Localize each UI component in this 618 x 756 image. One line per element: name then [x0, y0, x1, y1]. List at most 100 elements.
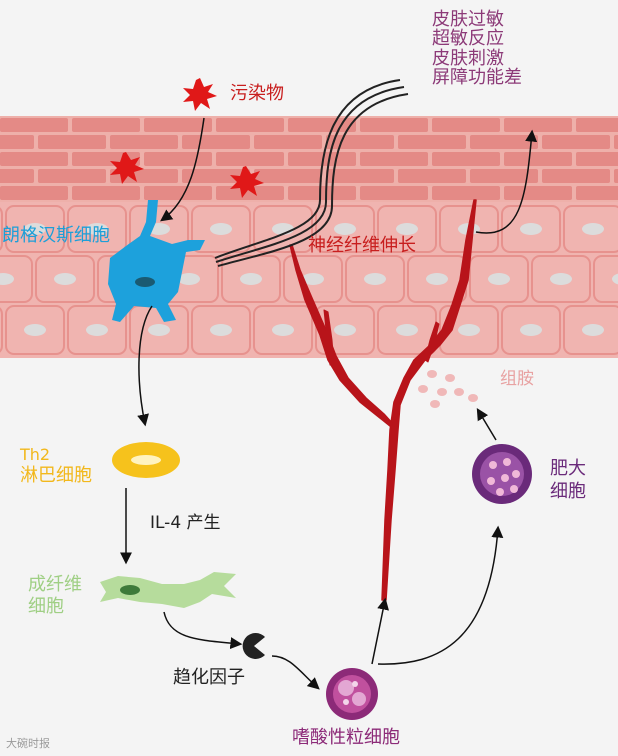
langerhans-cell-icon: [108, 200, 205, 322]
brick: [432, 118, 500, 132]
brick: [288, 186, 356, 200]
stimulus-lines: [214, 79, 409, 267]
th2-lymphocyte-label: Th2 淋巴细胞: [20, 445, 92, 488]
th2-prefix: Th2: [20, 445, 51, 464]
brick: [504, 152, 572, 166]
brick: [216, 186, 284, 200]
fibroblast-icon: [100, 572, 236, 608]
brick: [254, 169, 322, 183]
brick: [0, 186, 68, 200]
il4-production-label: IL-4 产生: [150, 513, 221, 533]
nucleus: [520, 223, 542, 235]
nucleus: [24, 223, 46, 235]
brick: [110, 135, 178, 149]
nucleus: [426, 273, 448, 285]
brick: [398, 135, 466, 149]
chemokine-icon: [242, 633, 265, 659]
brick: [0, 118, 68, 132]
keratinocyte: [0, 307, 3, 353]
barrier-dysfunction-label: 屏障功能差: [432, 67, 522, 89]
brick: [576, 186, 618, 200]
nucleus: [582, 324, 604, 336]
watermark: 大碗时报: [6, 737, 50, 750]
brick: [38, 135, 106, 149]
mast-cell-label: 肥大 细胞: [550, 458, 586, 503]
nucleus: [86, 324, 108, 336]
brick: [504, 186, 572, 200]
brick: [542, 169, 610, 183]
brick: [144, 152, 212, 166]
nucleus: [148, 324, 170, 336]
nucleus: [86, 223, 108, 235]
pathway-arrows: [120, 117, 538, 690]
nucleus: [364, 273, 386, 285]
brick: [254, 135, 322, 149]
brick: [398, 169, 466, 183]
fibroblast-line2: 细胞: [28, 595, 64, 617]
pollutant-burst-icon: [110, 152, 144, 184]
hypersensitivity-label: 超敏反应: [432, 28, 504, 50]
nucleus: [272, 324, 294, 336]
pollutant-burst-icon: [230, 166, 264, 198]
brick: [360, 186, 428, 200]
nucleus: [240, 273, 262, 285]
brick: [182, 169, 250, 183]
brick: [542, 135, 610, 149]
brick: [614, 135, 618, 149]
keratinocyte: [0, 207, 3, 251]
fibroblast-label: 成纤维 细胞: [28, 574, 82, 617]
langerhans-cell-label: 朗格汉斯细胞: [2, 225, 110, 246]
brick: [182, 135, 250, 149]
nucleus: [178, 273, 200, 285]
lymphocyte-label: 淋巴细胞: [20, 465, 92, 486]
keratinocyte: [593, 255, 618, 303]
pollutant-label: 污染物: [230, 83, 284, 104]
skin-irritation-label: 皮肤刺激: [432, 47, 504, 69]
brick: [38, 169, 106, 183]
brick: [576, 152, 618, 166]
histamine-label: 组胺: [500, 369, 534, 389]
brick: [216, 118, 284, 132]
nucleus: [582, 223, 604, 235]
brick: [72, 118, 140, 132]
brick: [432, 152, 500, 166]
nerve-fibers: [289, 199, 477, 601]
eosinophil-icon: [326, 668, 378, 720]
brick: [144, 186, 212, 200]
nerve-fiber-label: 神经纤维伸长: [308, 235, 416, 256]
nucleus: [54, 273, 76, 285]
brick: [144, 118, 212, 132]
nucleus: [210, 223, 232, 235]
brick: [470, 135, 538, 149]
skin-allergy-label: 皮肤过敏: [432, 9, 504, 30]
keratinocyte: [0, 255, 33, 303]
nucleus: [334, 223, 356, 235]
nucleus: [550, 273, 572, 285]
brick: [360, 152, 428, 166]
nucleus: [396, 324, 418, 336]
nucleus: [396, 223, 418, 235]
nucleus: [210, 324, 232, 336]
nucleus: [334, 324, 356, 336]
brick: [470, 169, 538, 183]
brick: [288, 152, 356, 166]
brick: [288, 118, 356, 132]
nucleus: [488, 273, 510, 285]
chemokine-label: 趋化因子: [173, 667, 245, 688]
nucleus: [520, 324, 542, 336]
fibroblast-line1: 成纤维: [28, 574, 82, 595]
skin-symptoms-list: 皮肤过敏 超敏反应 皮肤刺激 屏障功能差: [432, 10, 522, 88]
brick: [0, 152, 68, 166]
pollutant-burst-icon: [183, 78, 217, 111]
nucleus: [458, 324, 480, 336]
brick: [432, 186, 500, 200]
nucleus: [302, 273, 324, 285]
brick: [0, 135, 34, 149]
brick: [614, 169, 618, 183]
brick: [216, 152, 284, 166]
mast-line1: 肥大: [550, 458, 586, 479]
brick: [0, 169, 34, 183]
th2-lymphocyte-icon: [112, 442, 180, 478]
brick: [504, 118, 572, 132]
